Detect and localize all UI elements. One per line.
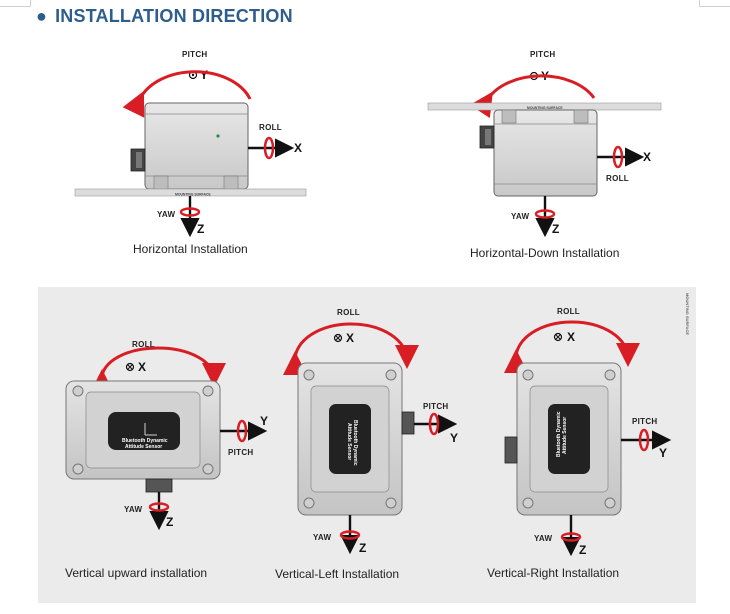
caption-horizontal: Horizontal Installation xyxy=(133,242,248,256)
roll-label: ROLL xyxy=(132,340,155,349)
device-name-line2: Attitude Sensor xyxy=(562,417,568,454)
pitch-rotation-arrow xyxy=(122,70,252,118)
device-name-line2: Attitude Sensor xyxy=(346,423,352,460)
corner-decoration-left xyxy=(0,0,31,7)
connector xyxy=(401,411,415,435)
yaw-rotation-arrow xyxy=(179,207,201,217)
device-name-line2: Attitude Sensor xyxy=(125,444,162,450)
x-axis-label: X xyxy=(567,330,575,344)
x-axis-label: X xyxy=(294,141,302,155)
mounting-surface-label: MOUNTING SURFACE xyxy=(527,106,563,110)
z-axis-label: Z xyxy=(359,541,366,555)
vertical-left-installation-figure: ROLL X Bluetooth Dynamic Attitude Sensor… xyxy=(275,308,458,581)
yaw-label: YAW xyxy=(534,534,553,543)
yaw-rotation-arrow xyxy=(560,532,582,542)
device-name-line1: Bluetooth Dynamic xyxy=(352,420,358,466)
roll-rotation-arrow xyxy=(263,136,275,160)
axis-into-page-icon xyxy=(553,332,563,342)
yaw-rotation-arrow xyxy=(534,209,556,219)
device-face-label xyxy=(548,404,590,474)
y-axis-label: Y xyxy=(659,446,667,460)
corner-decoration-right xyxy=(699,0,730,7)
pitch-rotation-arrow xyxy=(469,74,596,119)
vertical-installations-figure: MOUNTING SURFACE ROLL X Bluetooth Dynami… xyxy=(65,293,690,581)
pitch-label: PITCH xyxy=(423,402,449,411)
horizontal-installations-figure: PITCH Y MOUNTING SURFACE ROLL X YAW Z Ho… xyxy=(74,50,662,260)
x-axis-label: X xyxy=(138,360,146,374)
roll-rotation-arrow xyxy=(612,145,624,169)
device-face-label xyxy=(108,412,180,450)
roll-label: ROLL xyxy=(557,307,580,316)
caption-vertical-left: Vertical-Left Installation xyxy=(275,567,399,581)
y-axis-label: Y xyxy=(260,414,268,428)
mounting-surface-label: MOUNTING SURFACE xyxy=(175,193,211,197)
axis-into-page-icon xyxy=(333,333,343,343)
title-text: INSTALLATION DIRECTION xyxy=(55,6,293,26)
pitch-label: PITCH xyxy=(182,50,208,59)
vertical-installations-panel: MOUNTING SURFACE ROLL X Bluetooth Dynami… xyxy=(38,287,696,605)
vertical-right-installation-figure: ROLL X Bluetooth Dynamic Attitude Sensor… xyxy=(487,307,672,580)
yaw-label: YAW xyxy=(124,505,143,514)
z-axis-label: Z xyxy=(579,543,586,557)
yaw-label: YAW xyxy=(157,210,176,219)
status-led xyxy=(216,134,220,138)
device-name-line1: Bluetooth Dynamic xyxy=(556,411,562,457)
vertical-upward-installation-figure: ROLL X Bluetooth Dynamic Attitude Sensor… xyxy=(65,340,268,580)
caption-vertical-right: Vertical-Right Installation xyxy=(487,566,619,580)
mounting-surface-side-label: MOUNTING SURFACE xyxy=(685,293,690,335)
yaw-label: YAW xyxy=(313,533,332,542)
roll-rotation-arrow xyxy=(89,346,226,394)
roll-label: ROLL xyxy=(259,123,282,132)
z-axis-label: Z xyxy=(552,222,559,236)
axis-into-page-icon xyxy=(125,362,135,372)
bottom-divider xyxy=(38,603,696,605)
x-axis-label: X xyxy=(643,150,651,164)
pitch-label: PITCH xyxy=(632,417,658,426)
roll-label: ROLL xyxy=(606,174,629,183)
z-axis-label: Z xyxy=(166,515,173,529)
connector xyxy=(145,478,173,493)
caption-vertical-upward: Vertical upward installation xyxy=(65,566,207,580)
yaw-label: YAW xyxy=(511,212,530,221)
roll-rotation-arrow xyxy=(282,322,419,376)
horizontal-down-installation-figure: PITCH Y MOUNTING SURFACE X ROLL YAW Z Ho… xyxy=(427,50,662,260)
section-title: ● INSTALLATION DIRECTION xyxy=(36,6,293,27)
device-name-line1: Bluetooth Dynamic xyxy=(122,438,168,444)
y-axis-label: Y xyxy=(450,431,458,445)
caption-horizontal-down: Horizontal-Down Installation xyxy=(470,246,619,260)
y-axis-label: Y xyxy=(200,68,208,82)
horizontal-installation-figure: PITCH Y MOUNTING SURFACE ROLL X YAW Z Ho… xyxy=(74,50,307,256)
title-bullet: ● xyxy=(36,6,48,26)
pitch-rotation-arrow xyxy=(428,412,440,436)
pitch-label: PITCH xyxy=(530,50,556,59)
roll-rotation-arrow xyxy=(503,320,640,374)
roll-label: ROLL xyxy=(337,308,360,317)
connector xyxy=(504,436,518,464)
pitch-rotation-arrow xyxy=(638,428,650,452)
yaw-rotation-arrow xyxy=(148,502,170,512)
z-axis-label: Z xyxy=(197,222,204,236)
yaw-rotation-arrow xyxy=(339,530,361,540)
pitch-rotation-arrow xyxy=(236,419,248,443)
pitch-label: PITCH xyxy=(228,448,254,457)
device-face-label xyxy=(329,404,371,474)
x-axis-label: X xyxy=(346,331,354,345)
